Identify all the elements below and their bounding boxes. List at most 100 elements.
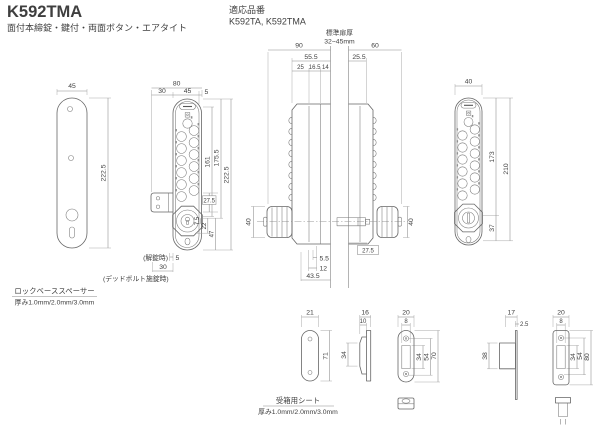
spacer-title: ロックベーススペーサー xyxy=(14,287,94,296)
dim-spacer-width: 45 xyxy=(68,83,76,90)
strike-box-plate-view: 20 8 34 54 80 xyxy=(552,310,593,425)
dim-box-plate-slot-height: 34 xyxy=(570,353,577,361)
spacer-cylinder-hole xyxy=(65,208,79,222)
dim-strike-width: 20 xyxy=(402,310,410,317)
dim-strike-slot-width: 8 xyxy=(404,319,408,325)
dim-box-profile-width: 17 xyxy=(508,310,516,317)
spacer-plate-view: 45 222.5 ロックベーススペーサー 厚み1.0mm/2.0mm/3.0mm xyxy=(12,83,111,307)
bolt-profile-bulge xyxy=(359,336,367,375)
spacer-slot xyxy=(69,226,75,239)
strike-dust-box xyxy=(397,397,415,410)
dim-p3: 14 xyxy=(322,65,329,71)
dim-strike-hole-pitch: 54 xyxy=(423,353,430,361)
front-faceplate-outline xyxy=(175,101,200,248)
dim-inside-body: 25.5 xyxy=(352,54,365,61)
inside-knob xyxy=(454,203,483,243)
inside-body-outline xyxy=(454,97,483,246)
outside-front-view: 80 30 45 5 xyxy=(103,81,233,283)
dim-outside-depth: 90 xyxy=(295,43,303,50)
page-subtitle: 面付本締錠・鍵付・両面ボタン・エアタイト xyxy=(7,22,187,33)
dim-u1: 5.5 xyxy=(320,255,330,262)
front-indicator xyxy=(184,112,191,118)
dim-knob-left: 40 xyxy=(246,218,253,226)
side-bottom-dimensions xyxy=(300,242,379,281)
dim-front-total-height: 222.5 xyxy=(224,166,231,183)
thumbturn-slot xyxy=(467,212,470,224)
dust-cup-part xyxy=(555,397,571,425)
dim-inside-knob-height: 37 xyxy=(489,224,496,232)
strike-slot xyxy=(401,345,411,369)
strike-plate-outline xyxy=(397,330,415,383)
dim-box-plate-width: 20 xyxy=(557,310,565,317)
dim-box-profile-depth: 38 xyxy=(482,352,489,360)
front-body-outline xyxy=(172,98,202,251)
spacer-hole-middle xyxy=(68,155,74,161)
strike-plate-dimensions xyxy=(397,315,440,383)
dim-box-plate-height: 80 xyxy=(584,353,591,361)
dim-box-strike-height xyxy=(202,195,217,205)
front-button-number-marks xyxy=(175,116,200,192)
bolt-profile-view: 16 10 34 xyxy=(341,310,372,382)
bolt-profile-plate xyxy=(366,330,372,382)
dim-bolt-profile-inner: 10 xyxy=(360,319,367,325)
box-plate-dimensions xyxy=(552,315,593,386)
dim-unlocked-throw: 5 xyxy=(176,255,180,262)
inside-dimensions xyxy=(454,84,513,242)
outside-case-profile xyxy=(291,103,331,245)
dim-box-profile-lip: 2.5 xyxy=(520,322,529,328)
deadbolt-label: (デッドボルト施錠時) xyxy=(103,274,169,283)
front-right-dimensions xyxy=(195,98,233,251)
spacer-hole-top xyxy=(67,106,73,112)
front-strike-plate xyxy=(150,192,173,213)
front-knob xyxy=(172,205,203,246)
spacer-dimensions xyxy=(56,89,111,249)
dim-front-edge: 5 xyxy=(205,89,209,96)
outside-button-bumps xyxy=(288,117,293,201)
inside-keypad-buttons xyxy=(457,117,480,201)
sheet-thickness: 厚み1.0mm/2.0mm/3.0mm xyxy=(258,408,338,416)
door-thickness-range: 32~45mm xyxy=(324,39,355,46)
box-plate-slot xyxy=(556,345,566,369)
small-spacer-view: 21 71 xyxy=(301,310,332,382)
dim-small-spacer-height: 71 xyxy=(322,352,329,360)
dim-front-body-width: 45 xyxy=(184,88,192,95)
dim-inside-width: 40 xyxy=(465,79,473,86)
inside-indicator xyxy=(466,110,472,116)
bolt-profile-dimensions xyxy=(346,315,371,367)
strike-sheet-note: 受箱用シート 厚み1.0mm/2.0mm/3.0mm xyxy=(258,396,338,416)
dim-inside-total-height: 210 xyxy=(503,163,510,175)
small-spacer-dimensions xyxy=(301,315,332,382)
dim-inside-depth: 60 xyxy=(371,43,379,50)
box-profile-box xyxy=(499,342,516,370)
dim-inside-body-height: 173 xyxy=(489,151,496,163)
spacer-thickness: 厚み1.0mm/2.0mm/3.0mm xyxy=(15,299,95,307)
keylex-logo-mark xyxy=(179,103,196,110)
dim-bolt-profile-width: 16 xyxy=(361,310,369,317)
header: K592TMA 面付本締錠・鍵付・両面ボタン・エアタイト 適応品番 K592TA… xyxy=(7,3,306,33)
dim-box-plate-hole-pitch: 54 xyxy=(577,352,584,360)
inside-button-bumps xyxy=(372,117,377,201)
inside-faceplate-outline xyxy=(456,99,481,244)
door-thickness-label: 標準扉厚 xyxy=(326,28,353,37)
box-plate-outline xyxy=(552,330,570,386)
front-top-dimensions xyxy=(151,87,203,192)
dim-p1: 25 xyxy=(297,65,304,71)
front-bottom-dimensions xyxy=(152,253,174,272)
dim-front-strike-height: 27.5 xyxy=(203,198,215,204)
dim-bolt-profile-height: 34 xyxy=(341,351,348,359)
dim-box-plate-slot-width: 8 xyxy=(559,319,563,325)
applicable-models-label: 適応品番 xyxy=(229,4,265,15)
dim-front-total-width: 80 xyxy=(173,81,181,88)
small-spacer-outline xyxy=(301,330,319,382)
dim-front-body-height: 161 xyxy=(205,156,212,168)
page-title: K592TMA xyxy=(7,3,82,21)
side-top-dimensions xyxy=(267,49,402,204)
unlocked-label: (解錠時) xyxy=(143,253,168,262)
dim-spacer-height: 222.5 xyxy=(101,164,108,181)
dim-front-mid-height: 175.5 xyxy=(214,149,221,166)
keyhole xyxy=(185,216,190,222)
dim-knob-right: 40 xyxy=(408,218,415,226)
dim-front-d1: 7.5 xyxy=(195,216,201,225)
